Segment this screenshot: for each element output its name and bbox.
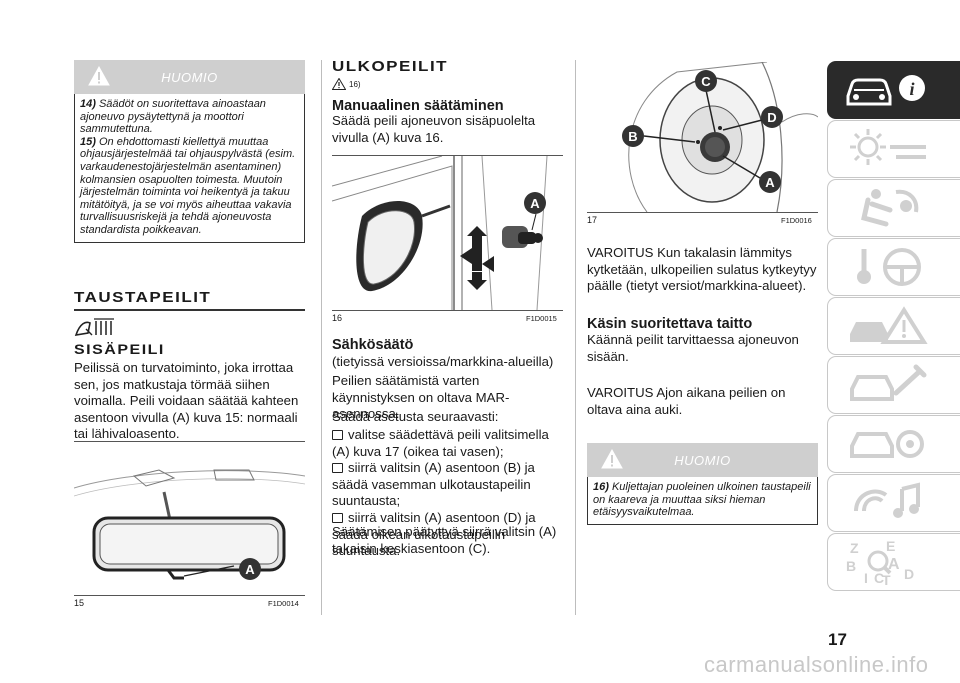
svg-text:i: i xyxy=(909,79,914,99)
figure-code: F1D0014 xyxy=(268,599,299,608)
tab-technical-data[interactable] xyxy=(827,415,960,473)
checkbox-bullet-icon xyxy=(332,463,343,474)
note-item: 14) Säädöt on suoritettava ainoastaan aj… xyxy=(80,98,266,136)
note-box-left: HUOMIO 14) Säädöt on suoritettava ainoas… xyxy=(74,60,305,243)
paragraph: Säätämisen päätyttyä siirrä valitsin (A)… xyxy=(332,524,557,556)
svg-text:C: C xyxy=(874,570,884,586)
paragraph: Peilissä on turvatoiminto, joka irrottaa… xyxy=(74,360,299,442)
paragraph: (tietyissä versioissa/markkina-alueilla) xyxy=(332,354,554,369)
sub-title-sahkosaato: Sähkösäätö xyxy=(332,337,414,353)
svg-text:B: B xyxy=(846,558,856,574)
note-item: 15) On ehdottomasti kiellettyä muuttaa o… xyxy=(80,135,296,236)
section-title-taustapeilit: TAUSTAPEILIT xyxy=(74,289,212,306)
sub-title-sisapeili: SISÄPEILI xyxy=(74,343,165,358)
column-divider xyxy=(575,60,576,615)
index-letters-icon: Z E B A I C T D xyxy=(846,538,914,587)
warning-triangle-icon xyxy=(88,66,110,86)
tab-starting-driving[interactable] xyxy=(827,238,960,296)
list-item: siirrä valitsin (A) asentoon (B) ja sääd… xyxy=(332,460,535,509)
figure-code: F1D0015 xyxy=(526,314,557,323)
paragraph: Käännä peilit tarvittaessa ajoneuvon sis… xyxy=(587,332,799,364)
tab-emergency[interactable] xyxy=(827,297,960,355)
note-header: HUOMIO xyxy=(587,443,818,477)
section-title-ulkopeilit: ULKOPEILIT xyxy=(332,58,449,75)
warning-triangle-icon xyxy=(601,449,623,469)
tab-safety[interactable] xyxy=(827,179,960,237)
tab-warning-lights[interactable] xyxy=(827,120,960,178)
note-body: 14) Säädöt on suoritettava ainoastaan aj… xyxy=(74,94,305,243)
figure-number: 15 xyxy=(74,598,85,608)
watermark: carmanualsonline.info xyxy=(704,652,929,677)
svg-text:D: D xyxy=(904,566,914,582)
sub-title-manuaalinen: Manuaalinen säätäminen xyxy=(332,98,504,114)
figure-label-c: C xyxy=(701,74,711,89)
column-divider xyxy=(321,60,322,615)
list-item: valitse säädettävä peili valitsimella (A… xyxy=(332,427,549,459)
note-box-right: HUOMIO 16) Kuljettajan puoleinen ulkoine… xyxy=(587,443,818,525)
note-title: HUOMIO xyxy=(161,70,218,85)
warning-ref: 16) xyxy=(349,80,361,89)
figure-label-a: A xyxy=(530,196,540,211)
tab-maintenance[interactable] xyxy=(827,356,960,414)
tab-index[interactable]: Z E B A I C T D xyxy=(827,533,960,591)
figure-label-a: A xyxy=(765,175,775,190)
car-info-icon: i xyxy=(846,75,925,106)
tab-car-info[interactable]: i xyxy=(827,61,960,119)
tab-multimedia[interactable] xyxy=(827,474,960,532)
figure-label-a: A xyxy=(245,562,255,577)
svg-text:A: A xyxy=(888,556,900,573)
figure-rule-bottom xyxy=(74,595,305,596)
figure-number: 16 xyxy=(332,313,343,323)
figure-17-electric-mirror-switch: C B D A xyxy=(587,62,818,212)
checkbox-bullet-icon xyxy=(332,512,343,523)
technical-data-icon xyxy=(850,430,924,458)
figure-rule-top xyxy=(332,155,563,156)
svg-text:I: I xyxy=(864,570,868,586)
paragraph: VAROITUS Kun takalasin lämmitys kytketää… xyxy=(587,245,817,294)
warning-triangle-icon xyxy=(332,78,346,90)
figure-rule-bottom xyxy=(587,212,818,213)
section-rule xyxy=(74,309,305,311)
figure-16-manual-mirror: A xyxy=(332,156,563,310)
figure-15-interior-mirror: A xyxy=(74,469,305,580)
paragraph: Säädä peili ajoneuvon sisäpuolelta vivul… xyxy=(332,113,536,145)
paragraph: Peilien säätämistä varten käynnistyksen … xyxy=(332,373,510,422)
airbag-seat-icon xyxy=(861,189,919,227)
note-title: HUOMIO xyxy=(674,453,731,468)
figure-code: F1D0016 xyxy=(781,216,812,225)
maintenance-icon xyxy=(850,364,927,401)
paragraph: VAROITUS Ajon aikana peilien on oltava a… xyxy=(587,385,786,417)
figure-rule-bottom xyxy=(332,310,563,311)
svg-text:T: T xyxy=(882,572,891,587)
figure-number: 17 xyxy=(587,215,598,225)
figure-label-d: D xyxy=(767,110,776,125)
checkbox-bullet-icon xyxy=(332,430,343,440)
multimedia-icon xyxy=(854,482,920,518)
figure-label-b: B xyxy=(628,129,637,144)
list-item: siirrä valitsin (A) asentoon (D) ja sääd… xyxy=(332,509,536,559)
note-body: 16) Kuljettajan puoleinen ulkoinen taust… xyxy=(587,477,818,525)
figure-rule-top xyxy=(74,441,305,442)
warning-lights-icon xyxy=(850,129,926,165)
bullet-list: valitse säädettävä peili valitsimella (A… xyxy=(332,427,564,560)
note-header: HUOMIO xyxy=(74,60,305,94)
emergency-triangle-icon xyxy=(850,306,928,344)
mirror-symbol-icon xyxy=(74,318,114,337)
sub-title-kasin-taitto: Käsin suoritettava taitto xyxy=(587,316,753,332)
svg-text:E: E xyxy=(886,538,895,554)
svg-text:Z: Z xyxy=(850,540,859,556)
key-steering-icon xyxy=(857,248,921,286)
paragraph: Säädä asetusta seuraavasti: xyxy=(332,409,499,424)
page-number: 17 xyxy=(828,630,847,649)
